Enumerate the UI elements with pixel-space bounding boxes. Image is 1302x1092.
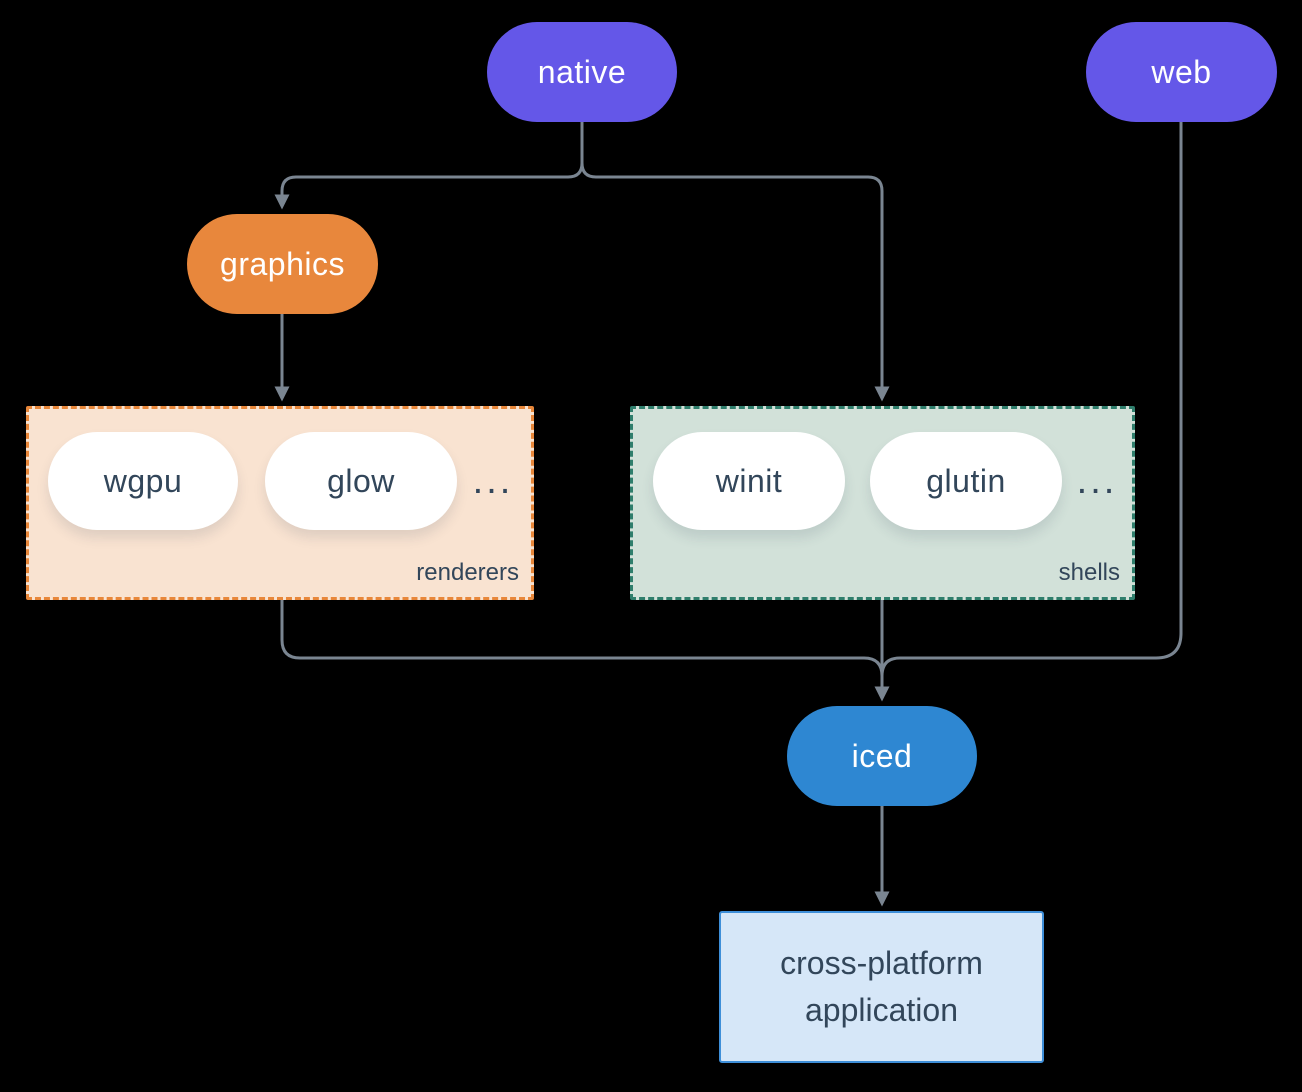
group-renderers: wgpu glow ... renderers bbox=[26, 406, 534, 600]
node-wgpu: wgpu bbox=[48, 432, 238, 530]
node-application: cross-platform application bbox=[719, 911, 1044, 1063]
edge-renderers-to-junction bbox=[280, 600, 884, 677]
application-label: cross-platform application bbox=[780, 945, 983, 1028]
edge-native-to-graphics bbox=[274, 122, 584, 210]
shells-label: shells bbox=[1058, 559, 1120, 586]
shells-ellipsis: ... bbox=[1076, 460, 1118, 502]
node-native: native bbox=[487, 22, 677, 122]
node-winit: winit bbox=[653, 432, 845, 530]
node-web: web bbox=[1086, 22, 1277, 122]
node-graphics: graphics bbox=[187, 214, 378, 314]
edge-native-to-shells bbox=[580, 122, 890, 402]
edge-web-to-junction bbox=[880, 122, 1183, 677]
node-iced: iced bbox=[787, 706, 977, 806]
node-glutin: glutin bbox=[870, 432, 1062, 530]
node-glow: glow bbox=[265, 432, 457, 530]
group-shells: winit glutin ... shells bbox=[630, 406, 1135, 600]
renderers-ellipsis: ... bbox=[472, 460, 514, 502]
renderers-label: renderers bbox=[416, 559, 519, 586]
